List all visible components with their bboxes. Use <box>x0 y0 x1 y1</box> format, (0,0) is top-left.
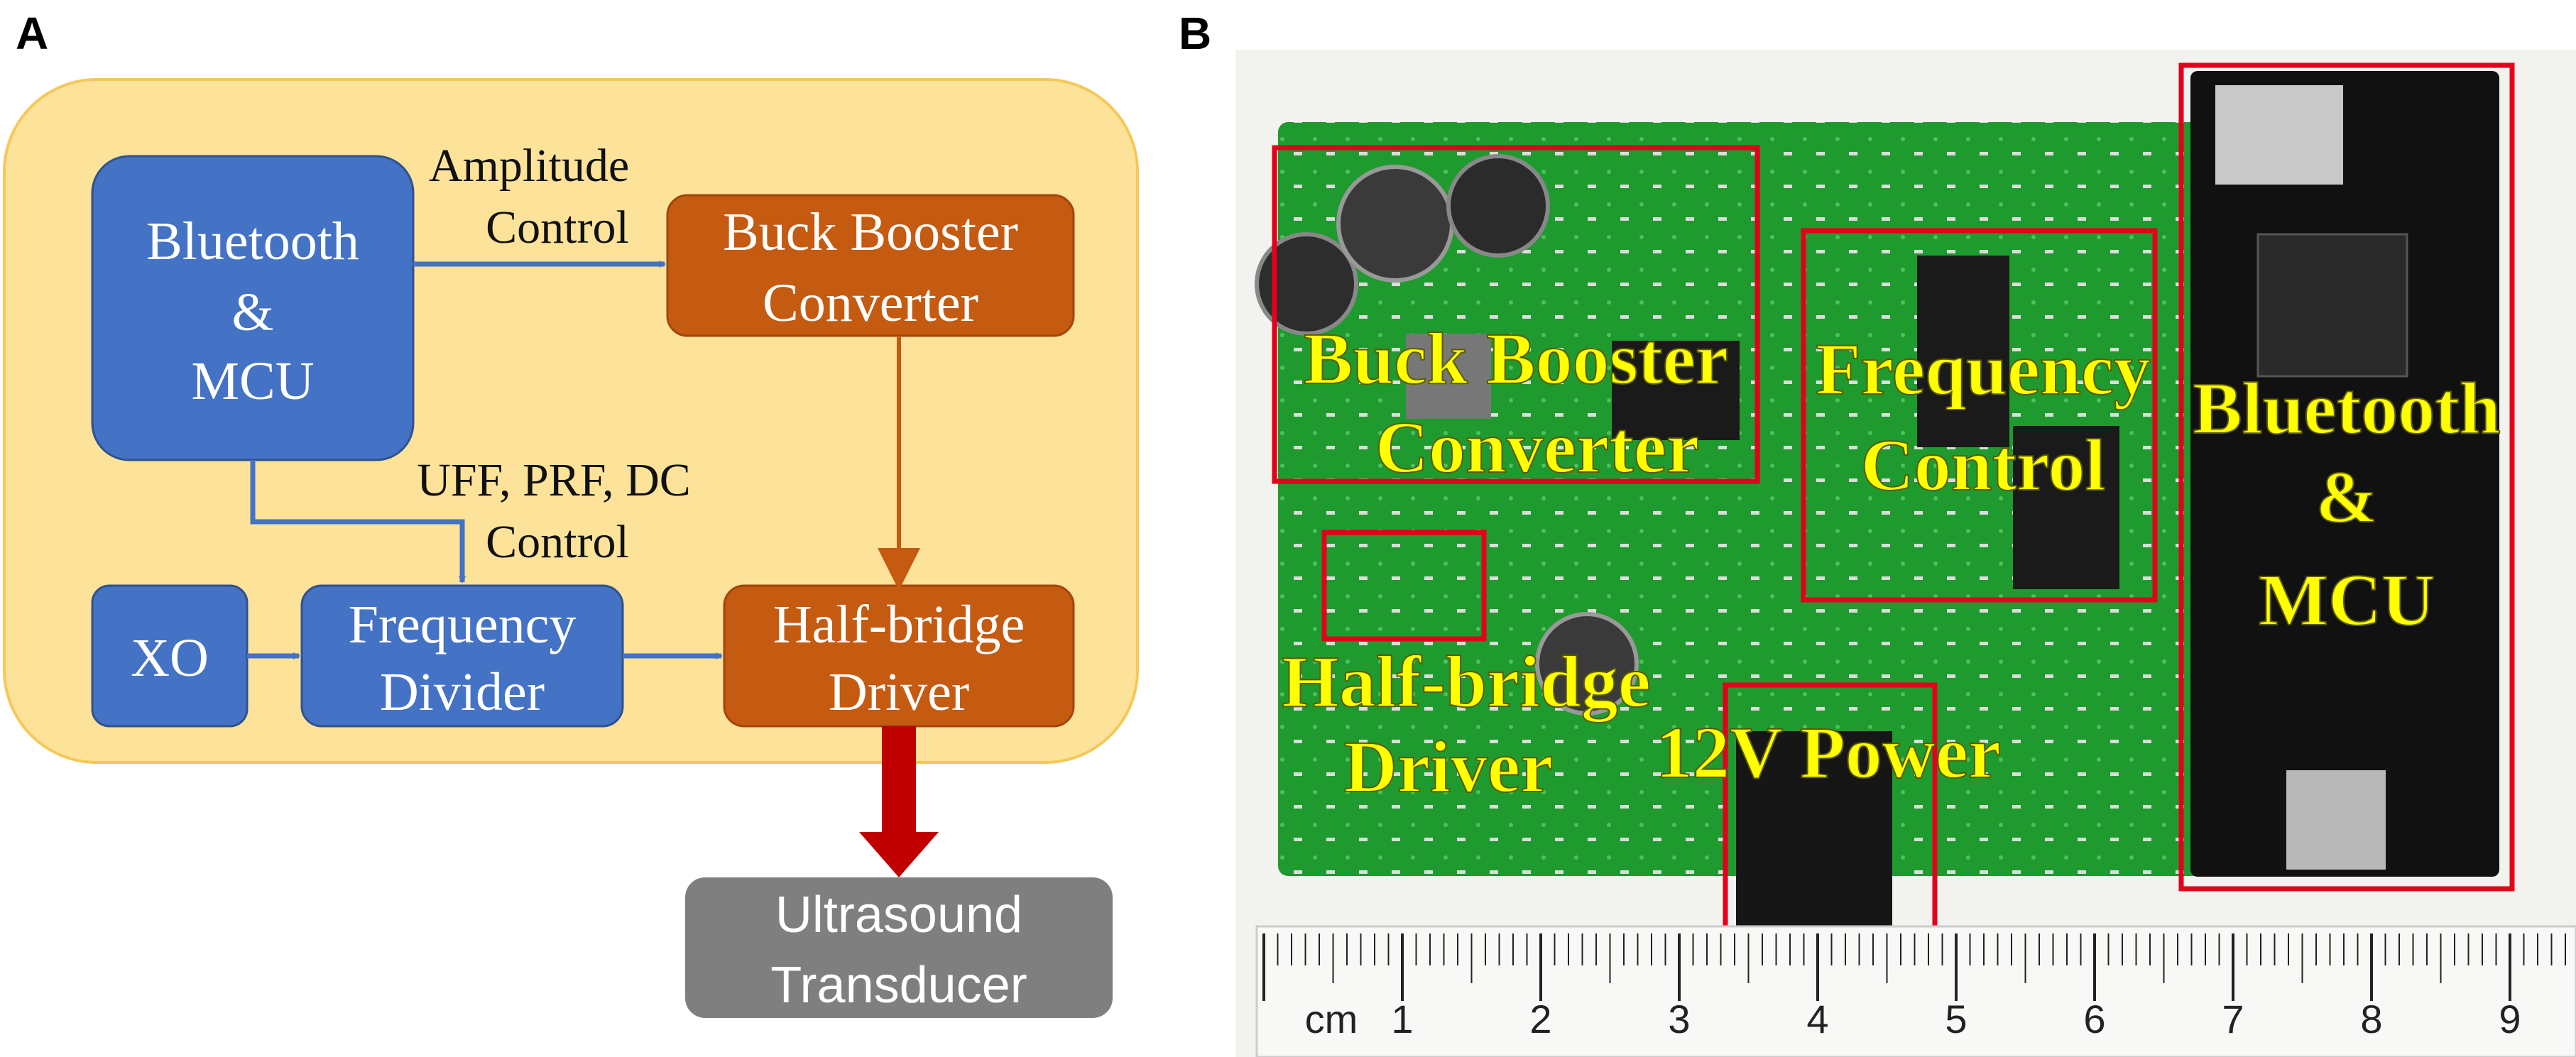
amplitude-control-label-2: Control <box>486 202 629 253</box>
panel-b-letter: B <box>1179 8 1212 59</box>
output-arrow-shaft <box>882 726 916 833</box>
wifi-antenna-shield <box>2215 85 2343 185</box>
capacitor-1 <box>1255 232 1358 336</box>
capacitor-2 <box>1336 165 1454 283</box>
half-bridge-label-1: Half-bridge <box>773 595 1025 655</box>
panel-a-letter: A <box>16 8 49 59</box>
ruler-number: 9 <box>2499 997 2521 1041</box>
usb-connector <box>2286 770 2386 870</box>
ruler-number: 3 <box>1668 997 1690 1041</box>
capacitor-3 <box>1446 154 1550 258</box>
frequency-divider-label-2: Divider <box>380 662 545 722</box>
capacitor-4 <box>1535 612 1639 716</box>
ruler-number: 8 <box>2360 997 2382 1041</box>
ruler-number: 1 <box>1391 997 1413 1041</box>
photo-frequency-control-label-1: Frequency <box>1816 329 2151 410</box>
ruler-number: 6 <box>2083 997 2105 1041</box>
ruler-ticks <box>1262 933 2566 1001</box>
buck-booster-label-1: Buck Booster <box>723 202 1018 262</box>
photo-bluetooth-mcu-label-3: MCU <box>2259 559 2435 641</box>
buck-booster-highlight <box>1272 145 1760 484</box>
photo-half-bridge-label-1: Half-bridge <box>1282 641 1651 723</box>
photo-frequency-control-label-2: Control <box>1861 425 2106 506</box>
amplitude-control-label-1: Amplitude <box>429 140 629 192</box>
photo-power-label: 12V Power <box>1656 712 2001 794</box>
bluetooth-mcu-label-1: Bluetooth <box>146 212 359 271</box>
frequency-ic-2 <box>2013 426 2119 589</box>
bluetooth-mcu-label-2: & <box>231 283 273 342</box>
ruler-numbers: 1 2 3 4 5 6 7 8 9 <box>1391 997 2521 1041</box>
bluetooth-mcu-highlight <box>2178 62 2515 892</box>
ultrasound-transducer-block <box>685 877 1113 1018</box>
xo-label: XO <box>131 628 209 688</box>
inductor <box>1406 334 1491 419</box>
pcb-board <box>1278 122 2322 876</box>
uff-prf-dc-label-1: UFF, PRF, DC <box>417 454 691 506</box>
uff-prf-dc-label-2: Control <box>486 516 629 568</box>
power-jack <box>1736 731 1892 930</box>
frequency-control-highlight <box>1801 228 2158 603</box>
buck-booster-block <box>666 194 1075 337</box>
photo-bluetooth-mcu-label-2: & <box>2316 456 2378 538</box>
frequency-divider-label-1: Frequency <box>349 595 577 655</box>
control-arrow <box>250 460 466 584</box>
half-bridge-label-2: Driver <box>829 662 969 722</box>
half-bridge-highlight <box>1321 530 1487 642</box>
buck-booster-label-2: Converter <box>763 273 978 333</box>
ruler-number: 7 <box>2222 997 2244 1041</box>
ultrasound-label-2: Transducer <box>770 957 1027 1014</box>
output-arrow-head <box>859 832 939 877</box>
ruler-unit: cm <box>1305 997 1358 1041</box>
mcu-chip <box>2256 233 2408 378</box>
frequency-ic-1 <box>1917 256 2009 447</box>
ruler-number: 4 <box>1806 997 1828 1041</box>
bluetooth-mcu-label-3: MCU <box>191 351 314 411</box>
ruler-number: 5 <box>1945 997 1967 1041</box>
ultrasound-label-1: Ultrasound <box>775 887 1022 943</box>
photo-buck-booster-label-1: Buck Booster <box>1304 318 1728 400</box>
ruler <box>1255 925 2576 1057</box>
photo-buck-booster-label-2: Converter <box>1375 407 1699 488</box>
photo-half-bridge-label-2: Driver <box>1344 726 1553 808</box>
ruler-number: 2 <box>1529 997 1551 1041</box>
photo-bluetooth-mcu-label-1: Bluetooth <box>2193 368 2500 449</box>
converter-ic <box>1612 341 1740 440</box>
